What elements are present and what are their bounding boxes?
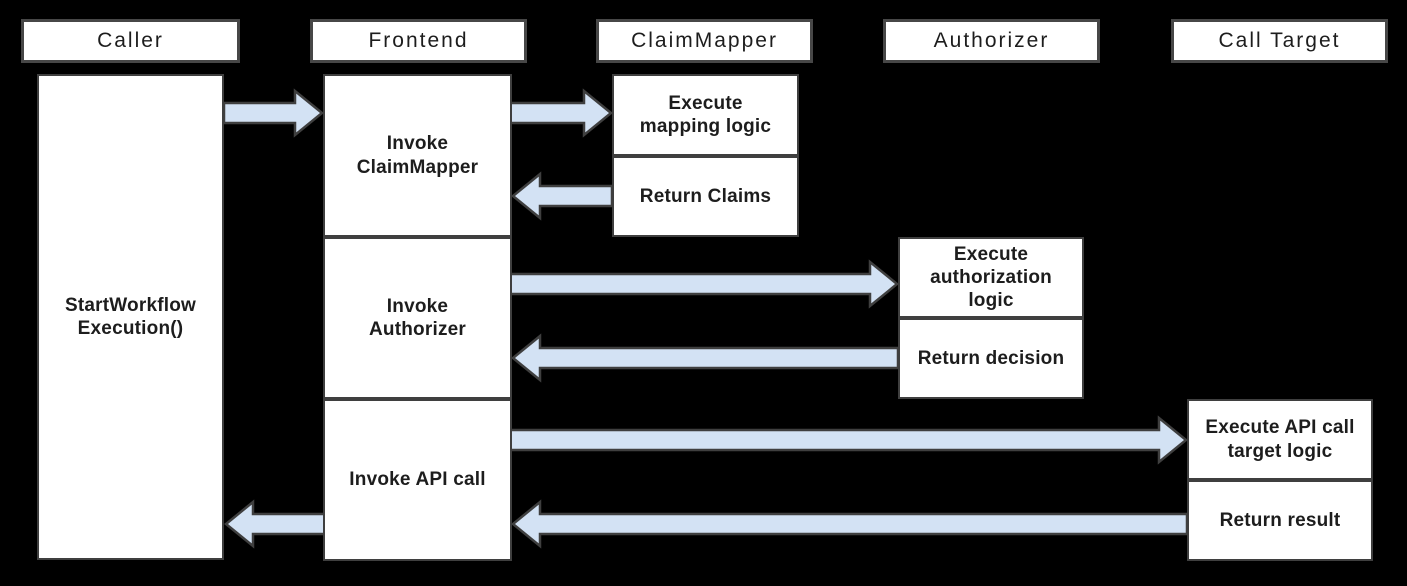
arrow-frontend-to-calltarget-icon [508, 415, 1188, 465]
activity-box-execute-authorization-logic: Execute authorization logic [898, 237, 1084, 318]
arrow-frontend-to-caller-icon [224, 499, 327, 549]
arrow-authorizer-to-frontend-icon [511, 333, 900, 383]
activity-box-execute-mapping-logic: Execute mapping logic [612, 74, 799, 156]
activity-box-startworkflowexecution: StartWorkflow Execution() [37, 74, 224, 560]
column-header-claimmapper: ClaimMapper [596, 19, 813, 63]
arrow-frontend-to-claimmapper-icon [508, 88, 613, 138]
activity-box-return-result: Return result [1187, 480, 1373, 561]
column-header-frontend: Frontend [310, 19, 527, 63]
arrow-calltarget-to-frontend-icon [511, 499, 1189, 549]
arrow-caller-to-frontend-icon [222, 88, 324, 138]
activity-box-invoke-api-call: Invoke API call [323, 399, 512, 561]
column-header-authorizer: Authorizer [883, 19, 1100, 63]
activity-box-return-decision: Return decision [898, 318, 1084, 399]
activity-box-invoke-authorizer: Invoke Authorizer [323, 237, 512, 399]
activity-box-execute-api-call-target-logic: Execute API call target logic [1187, 399, 1373, 480]
column-header-call-target: Call Target [1171, 19, 1388, 63]
column-header-caller: Caller [21, 19, 240, 63]
activity-box-return-claims: Return Claims [612, 156, 799, 237]
arrow-frontend-to-authorizer-icon [508, 259, 899, 309]
arrow-claimmapper-to-frontend-icon [511, 171, 614, 221]
activity-box-invoke-claimmapper: Invoke ClaimMapper [323, 74, 512, 237]
